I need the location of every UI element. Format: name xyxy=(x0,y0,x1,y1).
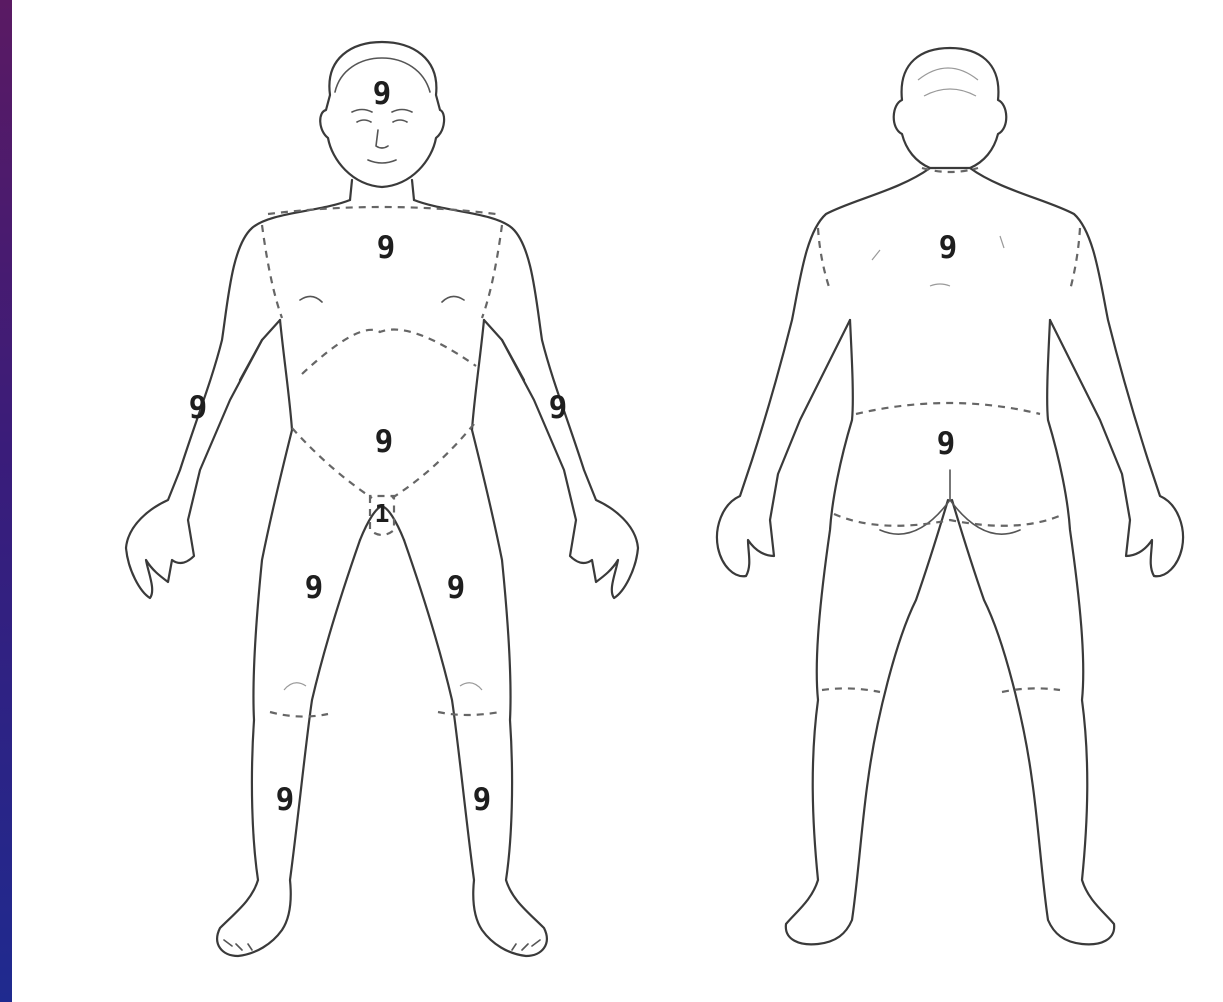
label-front-abdomen: 9 xyxy=(375,424,394,460)
label-front-genital: 1 xyxy=(374,499,389,528)
label-front-left-thigh: 9 xyxy=(447,570,466,606)
label-front-right-thigh: 9 xyxy=(305,570,324,606)
label-front-left-arm: 9 xyxy=(549,390,568,426)
label-back-upper: 9 xyxy=(939,230,958,266)
label-back-lower: 9 xyxy=(937,426,956,462)
label-front-head: 9 xyxy=(373,76,392,112)
region-labels: 9 9 9 9 9 1 9 9 9 9 9 9 xyxy=(189,76,958,818)
label-front-right-arm: 9 xyxy=(189,390,208,426)
label-front-chest: 9 xyxy=(377,230,396,266)
back-figure xyxy=(717,48,1183,944)
label-front-right-leg: 9 xyxy=(276,782,295,818)
label-front-left-leg: 9 xyxy=(473,782,492,818)
